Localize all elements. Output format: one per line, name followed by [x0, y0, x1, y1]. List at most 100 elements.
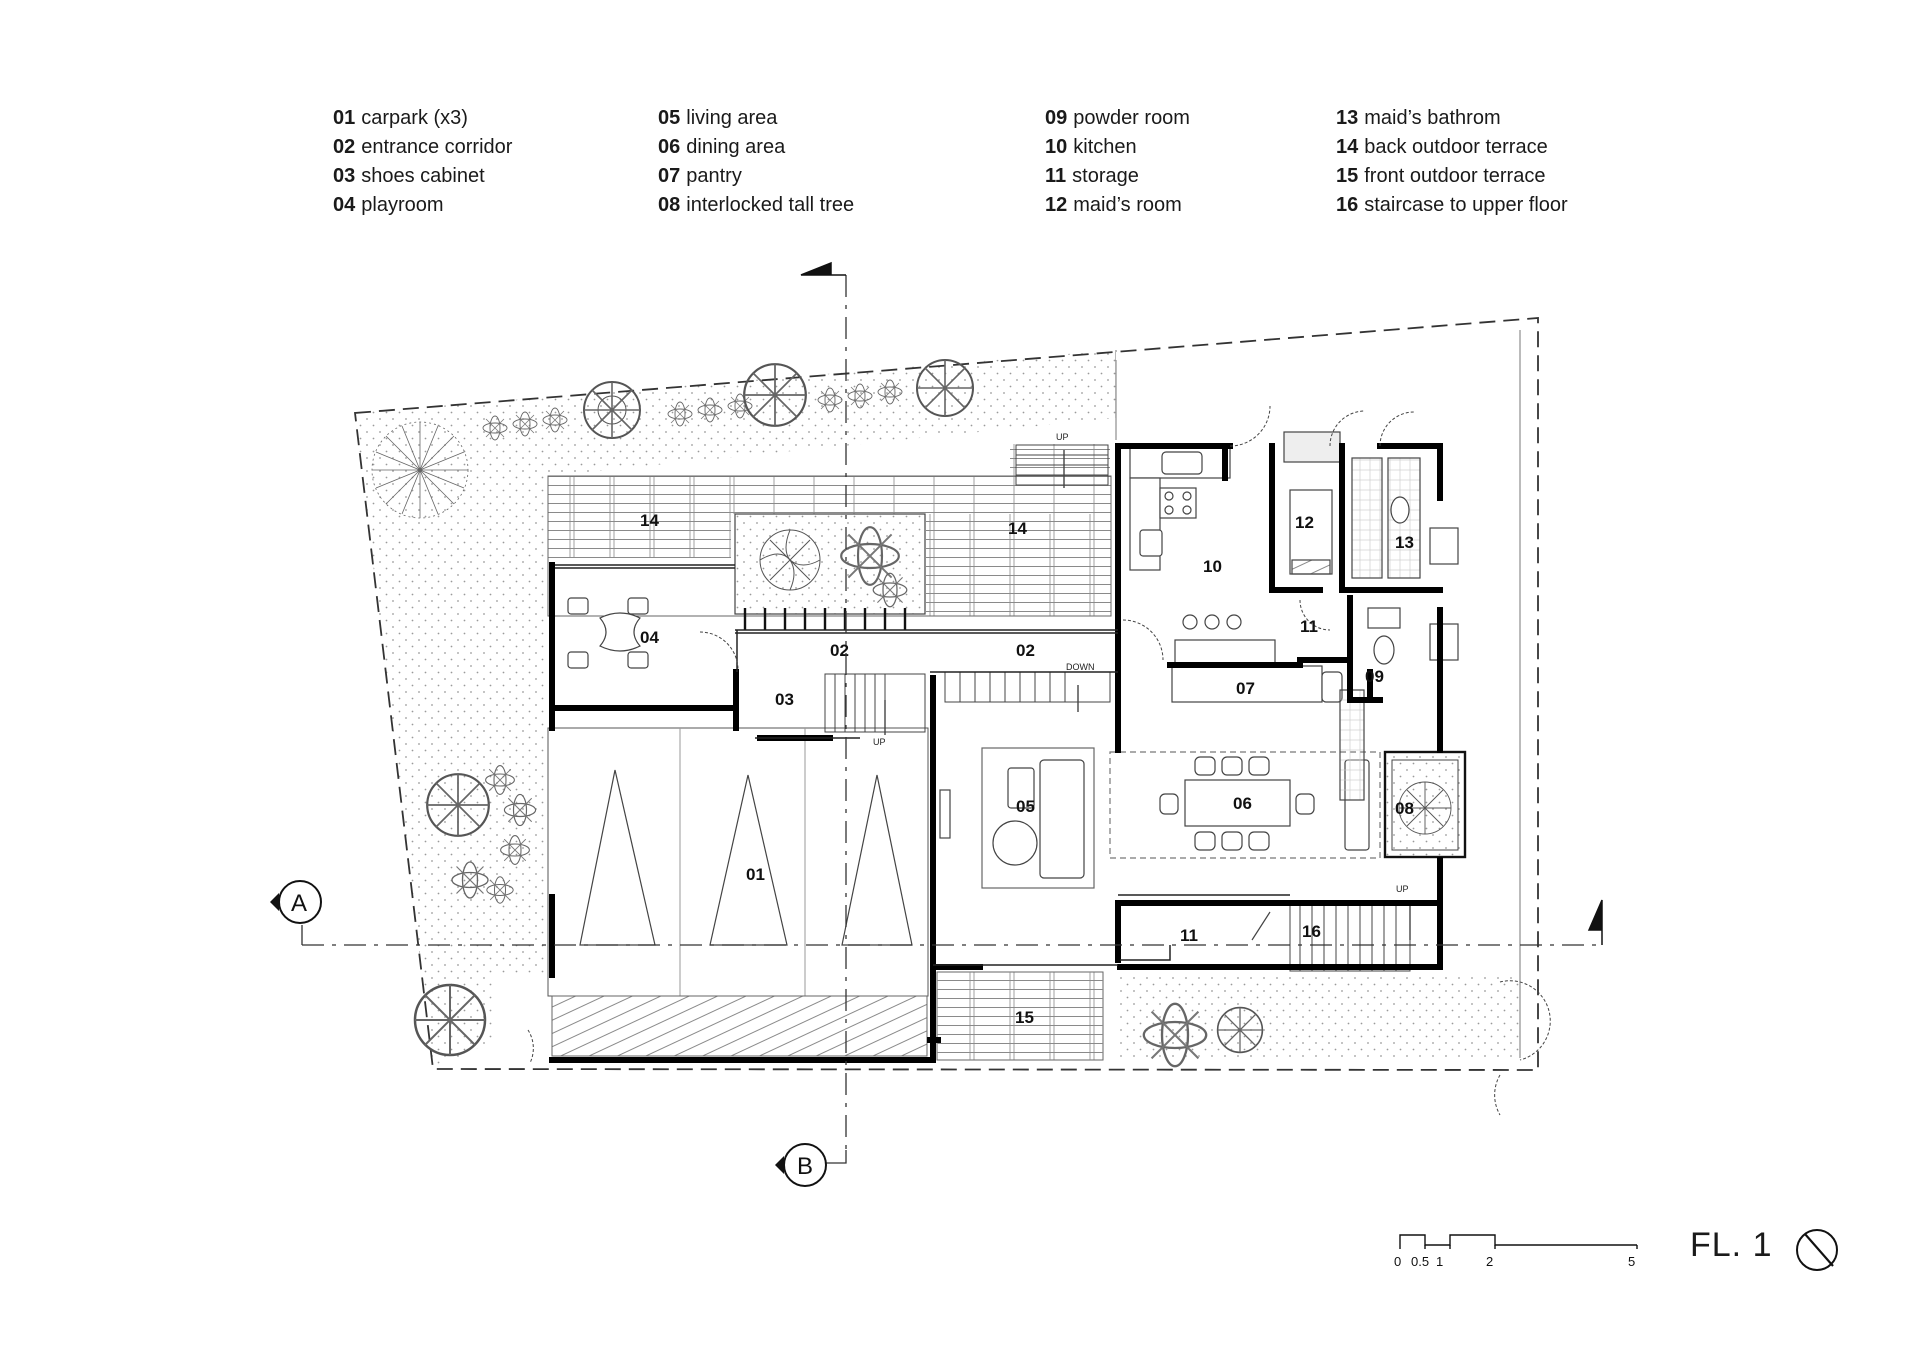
legend-number: 15	[1336, 165, 1359, 187]
legend-number: 13	[1336, 107, 1359, 129]
legend-text: powder room	[1073, 107, 1190, 129]
interlocked-tree	[1383, 750, 1467, 859]
legend-number: 16	[1336, 194, 1359, 216]
landscape-plants	[371, 359, 1264, 1068]
walls	[549, 443, 1443, 1063]
north-arrow-icon	[1796, 1229, 1838, 1271]
scale-tick: 0	[1394, 1254, 1401, 1269]
scale-tick: 2	[1486, 1254, 1493, 1269]
front-terrace	[936, 971, 1104, 1061]
legend-number: 06	[658, 136, 681, 158]
note-up: UP	[1396, 884, 1409, 894]
scale-tick: 1	[1436, 1254, 1443, 1269]
label-storage-2: 11	[1180, 926, 1198, 945]
legend-number: 11	[1045, 165, 1067, 187]
legend-number: 05	[658, 107, 681, 129]
room-labels: 01 02 02 03 04 05 06 07 08 09 10 11 11 1…	[640, 511, 1414, 1027]
label-maids-bathroom: 13	[1395, 533, 1414, 552]
courtyard-tree	[734, 513, 926, 630]
legend-text: back outdoor terrace	[1364, 136, 1548, 158]
label-back-terrace-2: 14	[1008, 519, 1027, 538]
stair-notes: UP DOWN UP UP	[873, 432, 1409, 894]
floor-title: FL. 1	[1690, 1226, 1773, 1264]
legend-text: carpark (x3)	[361, 107, 468, 129]
legend-text: shoes cabinet	[361, 165, 485, 187]
kitchen-fixtures	[1129, 447, 1343, 703]
label-playroom: 04	[640, 628, 659, 647]
legend-number: 09	[1045, 107, 1068, 129]
legend-text: maid’s room	[1073, 194, 1182, 216]
glazing	[555, 564, 1290, 966]
door-swings	[527, 405, 1551, 1116]
legend-number: 07	[658, 165, 681, 187]
section-label-a: A	[291, 890, 307, 917]
label-storage-1: 11	[1300, 617, 1318, 636]
label-carpark: 01	[746, 865, 765, 884]
label-kitchen: 10	[1203, 557, 1222, 576]
note-down: DOWN	[1066, 662, 1095, 672]
legend-text: playroom	[361, 194, 444, 216]
note-up: UP	[873, 737, 886, 747]
legend-text: storage	[1072, 165, 1139, 187]
legend-number: 01	[333, 107, 356, 129]
label-entrance-corridor-1: 02	[830, 641, 849, 660]
label-pantry: 07	[1236, 679, 1255, 698]
back-terrace	[547, 444, 1112, 617]
service-fixtures	[1283, 431, 1459, 801]
legend-text: pantry	[686, 165, 742, 187]
label-living-area: 05	[1016, 797, 1035, 816]
legend-number: 02	[333, 136, 356, 158]
label-shoes-cabinet: 03	[775, 690, 794, 709]
note-up: UP	[1056, 432, 1069, 442]
carpark	[547, 727, 929, 1057]
legend-text: living area	[686, 107, 778, 129]
living-furniture	[939, 747, 1095, 889]
scale-tick: 5	[1628, 1254, 1635, 1269]
legend-text: entrance corridor	[361, 136, 513, 158]
scale-tick: 0.5	[1411, 1254, 1429, 1269]
section-label-b: B	[797, 1153, 813, 1180]
label-powder-room: 09	[1365, 667, 1384, 686]
label-staircase: 16	[1302, 922, 1321, 941]
legend-text: interlocked tall tree	[686, 194, 855, 216]
legend-text: maid’s bathrom	[1364, 107, 1501, 129]
scale-bar	[1399, 1234, 1638, 1249]
label-front-terrace: 15	[1015, 1008, 1034, 1027]
legend-number: 12	[1045, 194, 1068, 216]
legend-number: 10	[1045, 136, 1068, 158]
legend-text: kitchen	[1073, 136, 1137, 158]
label-maids-room: 12	[1295, 513, 1314, 532]
label-back-terrace-1: 14	[640, 511, 659, 530]
section-line-b: B	[775, 261, 847, 1187]
site-boundary	[353, 317, 1539, 1071]
section-line-a: A	[270, 880, 1603, 946]
label-interlocked-tree: 08	[1395, 799, 1414, 818]
legend-number: 04	[333, 194, 356, 216]
legend-text: front outdoor terrace	[1364, 165, 1546, 187]
legend-text: staircase to upper floor	[1364, 194, 1568, 216]
label-entrance-corridor-2: 02	[1016, 641, 1035, 660]
playroom-table	[567, 597, 649, 669]
